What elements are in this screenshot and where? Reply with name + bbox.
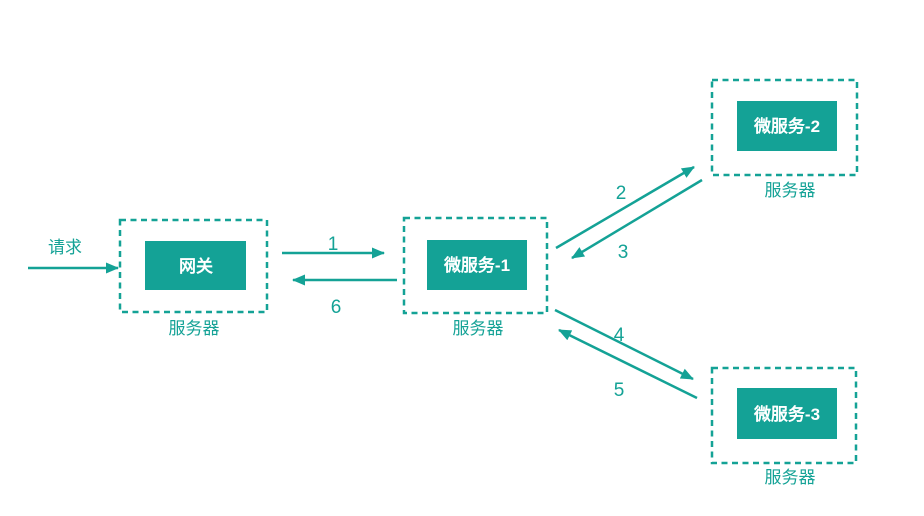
incoming-request: 请求 [28, 238, 119, 274]
edge-label-2: 2 [616, 183, 627, 204]
ms2-node-title: 微服务-2 [753, 116, 820, 136]
ms1-server-label: 服务器 [453, 319, 504, 338]
edge-label-6: 6 [331, 297, 342, 318]
ms3-node-box [737, 388, 837, 439]
ms3-server-label: 服务器 [765, 468, 816, 487]
ms2-node-box [737, 101, 837, 151]
edge-label-1: 1 [328, 234, 339, 255]
edge-step-2: 2 [555, 165, 695, 250]
server-group-ms2: 微服务-2 服务器 [710, 78, 859, 200]
edge-step-1: 1 [282, 234, 385, 259]
edge-step-5: 5 [558, 328, 698, 401]
request-label: 请求 [48, 238, 82, 257]
ms1-node-box [427, 240, 527, 290]
edge-label-4: 4 [614, 325, 625, 346]
gateway-server-boundary [118, 218, 269, 314]
ms1-server-boundary [402, 216, 549, 315]
server-group-gateway: 网关 服务器 [118, 218, 269, 338]
arrow-step-2-icon [555, 165, 695, 250]
ms2-server-boundary [710, 78, 859, 177]
gateway-node-title: 网关 [179, 256, 213, 276]
edge-label-5: 5 [614, 380, 625, 401]
gateway-server-label: 服务器 [169, 319, 220, 338]
ms2-server-label: 服务器 [765, 181, 816, 200]
ms3-server-boundary [710, 366, 858, 465]
ms3-node-title: 微服务-3 [753, 404, 820, 424]
edge-step-3: 3 [571, 178, 703, 263]
gateway-node-box [145, 241, 246, 290]
ms1-node-title: 微服务-1 [443, 255, 510, 275]
edge-label-3: 3 [618, 242, 629, 263]
edge-step-6: 6 [292, 274, 397, 318]
arrow-step-4-icon [554, 308, 694, 381]
arrow-step-3-icon [571, 178, 703, 260]
server-group-ms3: 微服务-3 服务器 [710, 366, 858, 487]
server-group-ms1: 微服务-1 服务器 [402, 216, 549, 338]
arrow-step-5-icon [558, 328, 698, 400]
edge-step-4: 4 [554, 308, 694, 381]
